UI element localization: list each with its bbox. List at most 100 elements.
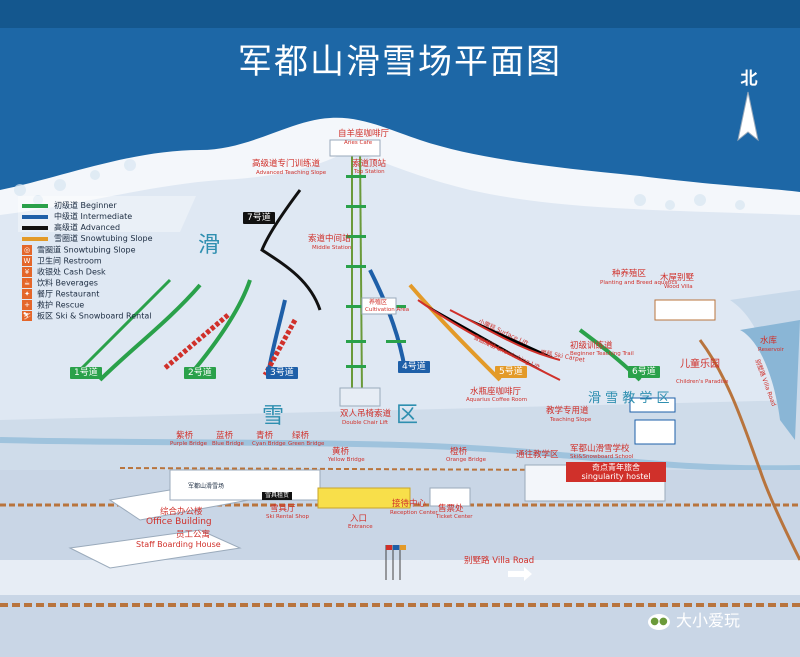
hostel-en: singularity hostel — [581, 472, 651, 481]
route-5: 5号道 — [495, 366, 527, 378]
kids-label: 儿童乐园 — [680, 359, 720, 370]
top-cafe-building — [329, 139, 381, 157]
tree-dots — [14, 159, 745, 210]
north-arrow-icon — [737, 91, 759, 142]
office-sign: 军都山滑雪场 — [188, 483, 225, 490]
rental-icon: ⛷ — [22, 311, 32, 321]
legend-text: 中级道 Intermediate — [54, 212, 133, 221]
advanced-training-en: Advanced Teaching Slope — [256, 170, 327, 176]
reception-en: Reception Center — [390, 510, 438, 516]
entrance-en: Entrance — [348, 524, 373, 530]
watermark-text: 大小爱玩 — [676, 611, 741, 630]
legend-swatch — [22, 236, 48, 241]
wechat-icon: ●● — [648, 613, 670, 630]
wood-villa — [654, 299, 716, 321]
north-label: 北 — [740, 69, 758, 89]
restaurant-icon: ✦ — [22, 289, 32, 299]
villa-road-label: 别墅路 Villa Road — [464, 556, 535, 566]
snow-char: 雪 — [262, 404, 285, 429]
orange-bridge-en: Orange Bridge — [446, 457, 486, 463]
staff-en: Staff Boarding House — [136, 540, 221, 549]
ticket-label: 售票处 — [438, 504, 464, 514]
legend-swatch — [22, 214, 48, 219]
slope-1b-green — [78, 278, 172, 372]
yellow-bridge-en: Yellow Bridge — [328, 457, 365, 463]
legend-item: 雪圈道 Snowtubing Slope — [22, 234, 153, 244]
teaching-building — [629, 397, 676, 413]
area-char: 区 — [396, 403, 419, 428]
lift-line-left — [417, 299, 561, 381]
middle-station-en: Middle Station — [312, 245, 352, 251]
aquarius-en: Aquarius Coffee Room — [466, 397, 528, 403]
legend-text: 收银处 Cash Desk — [37, 267, 106, 277]
office-label: 综合办公楼 — [160, 507, 203, 517]
rental-label: 雪具厅 — [270, 504, 296, 514]
reservoir — [740, 320, 800, 440]
top-station-label: 索道顶站 — [352, 159, 387, 169]
teaching-area-label: 滑 雪 教 学 区 — [588, 391, 670, 406]
hostel-cn: 奇点青年旅舍 — [592, 463, 640, 472]
route-6: 6号道 — [628, 366, 660, 378]
restroom-icon: W — [22, 256, 32, 266]
middle-station-label: 索道中间站 — [308, 234, 351, 244]
legend-text: 初级道 Beginner — [54, 201, 117, 210]
river — [0, 437, 800, 472]
blue-bridge-en: Blue Bridge — [212, 441, 244, 447]
kids-en: Children's Paradise — [676, 379, 729, 385]
route-1: 1号道 — [70, 367, 102, 379]
watermark: ●● 大小爱玩 — [648, 607, 740, 631]
staff-building — [68, 529, 242, 569]
rental-en: Ski Rental Shop — [266, 514, 310, 520]
legend-item: ¥收银处 Cash Desk — [22, 267, 106, 278]
legend-swatch — [22, 225, 48, 230]
slope-2-green — [188, 279, 252, 377]
to-teaching-label: 通往教学区 — [516, 450, 559, 460]
wood-villa-en: Wood Villa — [664, 284, 693, 290]
legend-item: W 卫生间 Restroom — [22, 256, 102, 267]
aquarius-label: 水瓶座咖啡厅 — [470, 387, 522, 397]
route-7: 7号道 — [243, 212, 275, 224]
aries-cafe-label: 自羊座咖啡厅 — [338, 129, 390, 139]
orange-bridge-label: 橙桥 — [450, 447, 468, 457]
slope-7-advanced — [260, 189, 322, 311]
legend-item: 高级道 Advanced — [22, 223, 120, 233]
legend-text: 餐厅 Restaurant — [37, 289, 100, 299]
reservoir-label: 水库 — [760, 336, 778, 346]
flags — [385, 545, 406, 580]
valley-ground — [0, 400, 800, 470]
base-station — [339, 387, 381, 407]
school-label: 军都山滑雪学校 — [570, 444, 630, 454]
fence-river — [119, 467, 571, 471]
slope-3-red — [262, 318, 298, 377]
teaching-slope-label: 教学专用道 — [546, 406, 589, 416]
planting-en: Planting and Breed aquatics — [600, 280, 678, 286]
legend-text: 雪圈道 Snowtubing Slope — [54, 234, 153, 243]
beginner-trail-en: Beginner Teaching Trail — [570, 351, 634, 357]
cultivation-en: Cultivation Area — [365, 307, 410, 313]
green-bridge-en: Green Bridge — [288, 441, 325, 447]
legend-text: 卫生间 Restroom — [37, 256, 102, 266]
teaching-slope-en: Teaching Slope — [550, 417, 592, 423]
cyan-bridge-label: 青桥 — [256, 431, 274, 441]
route-4: 4号道 — [398, 361, 430, 373]
reception-building — [317, 487, 411, 509]
beverage-icon: ☕ — [22, 278, 32, 288]
yellow-bridge-label: 黄桥 — [332, 447, 350, 457]
legend-text: 高级道 Advanced — [54, 223, 121, 232]
legend-item: ☕饮料 Beverages — [22, 278, 98, 289]
legend-item: 初级道 Beginner — [22, 201, 117, 211]
chair-lift-cable-2 — [359, 147, 363, 396]
legend-item: 中级道 Intermediate — [22, 212, 132, 222]
rental-building — [169, 469, 321, 501]
purple-bridge-en: Purple Bridge — [170, 441, 208, 447]
top-station-en: Top Station — [354, 169, 385, 175]
cultivation-label: 养殖区 — [369, 299, 388, 306]
legend-item: +救护 Rescue — [22, 300, 84, 311]
slope-4-blue — [368, 269, 407, 371]
rescue-icon: + — [22, 300, 32, 310]
blue-bridge-label: 蓝桥 — [216, 431, 234, 441]
chair-lift-label: 双人吊椅索道 — [340, 409, 392, 419]
staff-label: 员工公寓 — [176, 530, 211, 540]
office-en: Office Building — [146, 517, 212, 527]
